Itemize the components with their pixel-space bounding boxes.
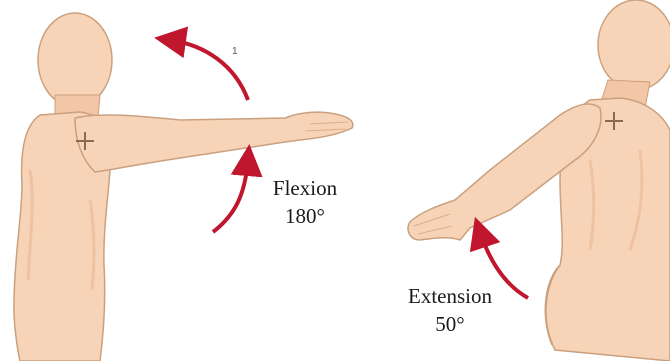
flexion-figure-head (38, 13, 112, 107)
extension-figure-head (598, 0, 670, 90)
flexion-arrow-lower (213, 160, 248, 232)
flexion-angle: 180° (255, 206, 355, 227)
extension-label: Extension (395, 286, 505, 307)
flexion-label: Flexion (255, 178, 355, 199)
step-marker: 1 (232, 46, 238, 57)
extension-angle: 50° (395, 314, 505, 335)
flexion-figure-arm (75, 112, 353, 172)
